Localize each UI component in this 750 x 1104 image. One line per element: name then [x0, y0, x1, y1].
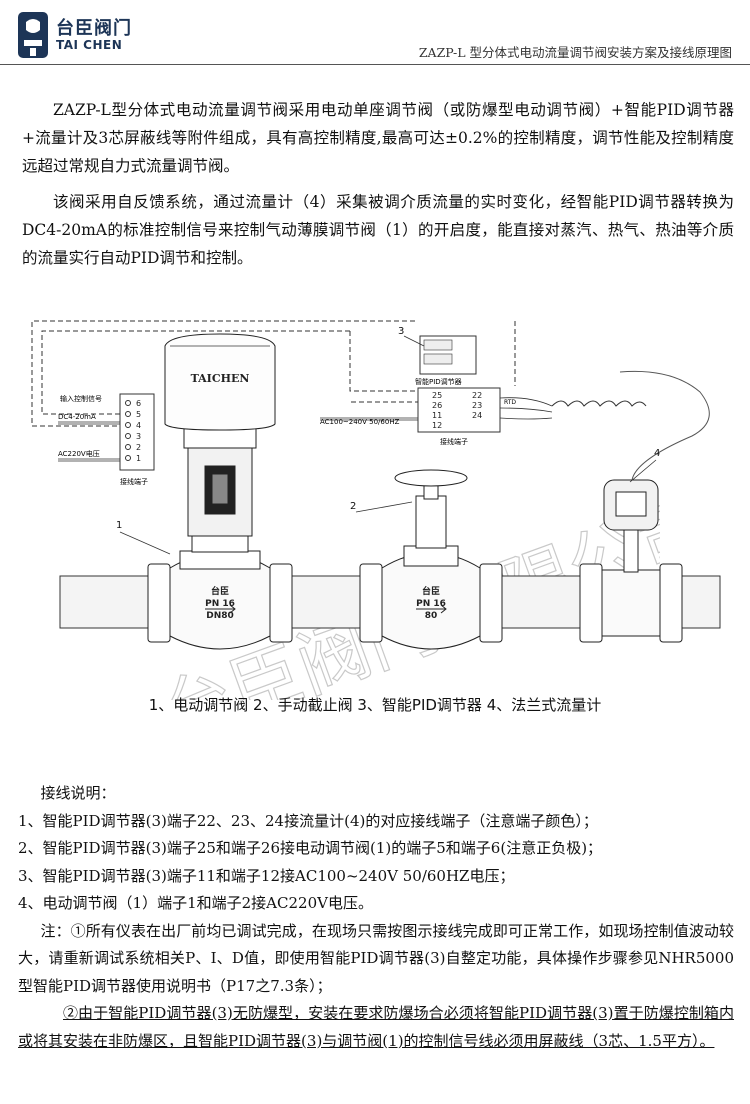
installation-diagram: 6 5 4 3 2 1 输入控制信号 DC4-20mA AC220V电压 接线端… — [31, 320, 721, 650]
ctrl-pin-11: 11 — [432, 411, 442, 420]
actuator-brand: TAICHEN — [191, 372, 250, 385]
manual-stop-valve: 台臣 PN 16 80 — [359, 469, 503, 650]
left-pin-1: 1 — [136, 454, 141, 463]
ctrl-pin-25: 25 — [432, 391, 442, 400]
pid-controller: 智能PID调节器 25 26 11 12 22 23 24 RTD AC100~… — [320, 335, 647, 446]
ctrl-pin-23: 23 — [472, 401, 482, 410]
valve1-dn: DN80 — [206, 611, 234, 621]
valve2-pn: PN 16 — [416, 599, 446, 609]
electric-control-valve: TAICHEN 台臣 PN 16 DN80 — [147, 333, 293, 650]
wiring-item-3: 3、智能PID调节器(3)端子11和端子12接AC100~240V 50/60H… — [18, 866, 515, 885]
valve2-dn: 80 — [425, 611, 438, 621]
wiring-note-1: 注：①所有仪表在出厂前均已调试完成，在现场只需按图示接线完成即可正常工作，如现场… — [18, 921, 734, 995]
controller-terminal-title: 接线端子 — [440, 437, 468, 446]
intro-text: ZAZP-L型分体式电动流量调节阀采用电动单座调节阀（或防爆型电动调节阀）+智能… — [22, 96, 734, 272]
flange-flowmeter — [579, 370, 710, 643]
ctrl-pin-26: 26 — [432, 401, 442, 410]
company-logo-icon — [18, 12, 48, 58]
left-terminal-title: 接线端子 — [120, 477, 148, 486]
brand-name-en: TAI CHEN — [56, 38, 123, 52]
wiring-instructions: 接线说明： 1、智能PID调节器(3)端子22、23、24接流量计(4)的对应接… — [18, 780, 734, 1055]
brand-name-cn: 台臣阀门 — [56, 18, 132, 39]
controller-title: 智能PID调节器 — [415, 377, 462, 386]
signal-wire — [31, 320, 516, 427]
document-title: ZAZP-L 型分体式电动流量调节阀安装方案及接线原理图 — [418, 45, 732, 60]
ctrl-pin-24: 24 — [472, 411, 482, 420]
valve2-brand: 台臣 — [422, 585, 440, 597]
left-terminal-block: 6 5 4 3 2 1 输入控制信号 DC4-20mA AC220V电压 接线端… — [58, 393, 155, 486]
left-pin-3: 3 — [136, 432, 141, 441]
valve1-brand: 台臣 — [211, 585, 229, 597]
intro-paragraph-2: 该阀采用自反馈系统，通过流量计（4）采集被调介质流量的实时变化，经智能PID调节… — [22, 193, 734, 267]
controller-supply-label: AC100~240V 50/60HZ — [320, 418, 400, 426]
left-terminal-ac-label: AC220V电压 — [58, 449, 100, 458]
callout-1: 1 — [116, 520, 122, 531]
left-terminal-dc-label: DC4-20mA — [58, 413, 96, 421]
callout-2: 2 — [350, 501, 356, 512]
page-header: 台臣阀门 TAI CHEN ZAZP-L 型分体式电动流量调节阀安装方案及接线原… — [0, 0, 750, 70]
left-pin-4: 4 — [136, 421, 141, 430]
callout-3: 3 — [398, 326, 404, 337]
diagram-caption: 1、电动调节阀 2、手动截止阀 3、智能PID调节器 4、法兰式流量计 — [148, 696, 602, 714]
header-divider — [0, 64, 750, 65]
callout-4: 4 — [654, 448, 660, 459]
wiring-item-4: 4、电动调节阀（1）端子1和端子2接AC220V电压。 — [18, 894, 373, 912]
valve1-pn: PN 16 — [205, 599, 235, 609]
wiring-item-1: 1、智能PID调节器(3)端子22、23、24接流量计(4)的对应接线端子（注意… — [18, 811, 598, 830]
controller-rtd-label: RTD — [504, 399, 516, 406]
callout-labels: 1 2 3 4 — [116, 326, 660, 531]
ctrl-pin-12: 12 — [432, 421, 442, 430]
left-terminal-signal-label: 输入控制信号 — [60, 394, 102, 403]
ctrl-pin-22: 22 — [472, 391, 482, 400]
wiring-item-2: 2、智能PID调节器(3)端子25和端子26接电动调节阀(1)的端子5和端子6(… — [18, 839, 603, 857]
wiring-title: 接线说明： — [40, 784, 116, 802]
wiring-note-2: ②由于智能PID调节器(3)无防爆型，安装在要求防爆场合必须将智能PID调节器(… — [18, 1004, 734, 1050]
left-pin-6: 6 — [136, 399, 141, 408]
left-pin-5: 5 — [136, 410, 141, 419]
intro-paragraph-1: ZAZP-L型分体式电动流量调节阀采用电动单座调节阀（或防爆型电动调节阀）+智能… — [22, 101, 734, 175]
left-pin-2: 2 — [136, 443, 141, 452]
